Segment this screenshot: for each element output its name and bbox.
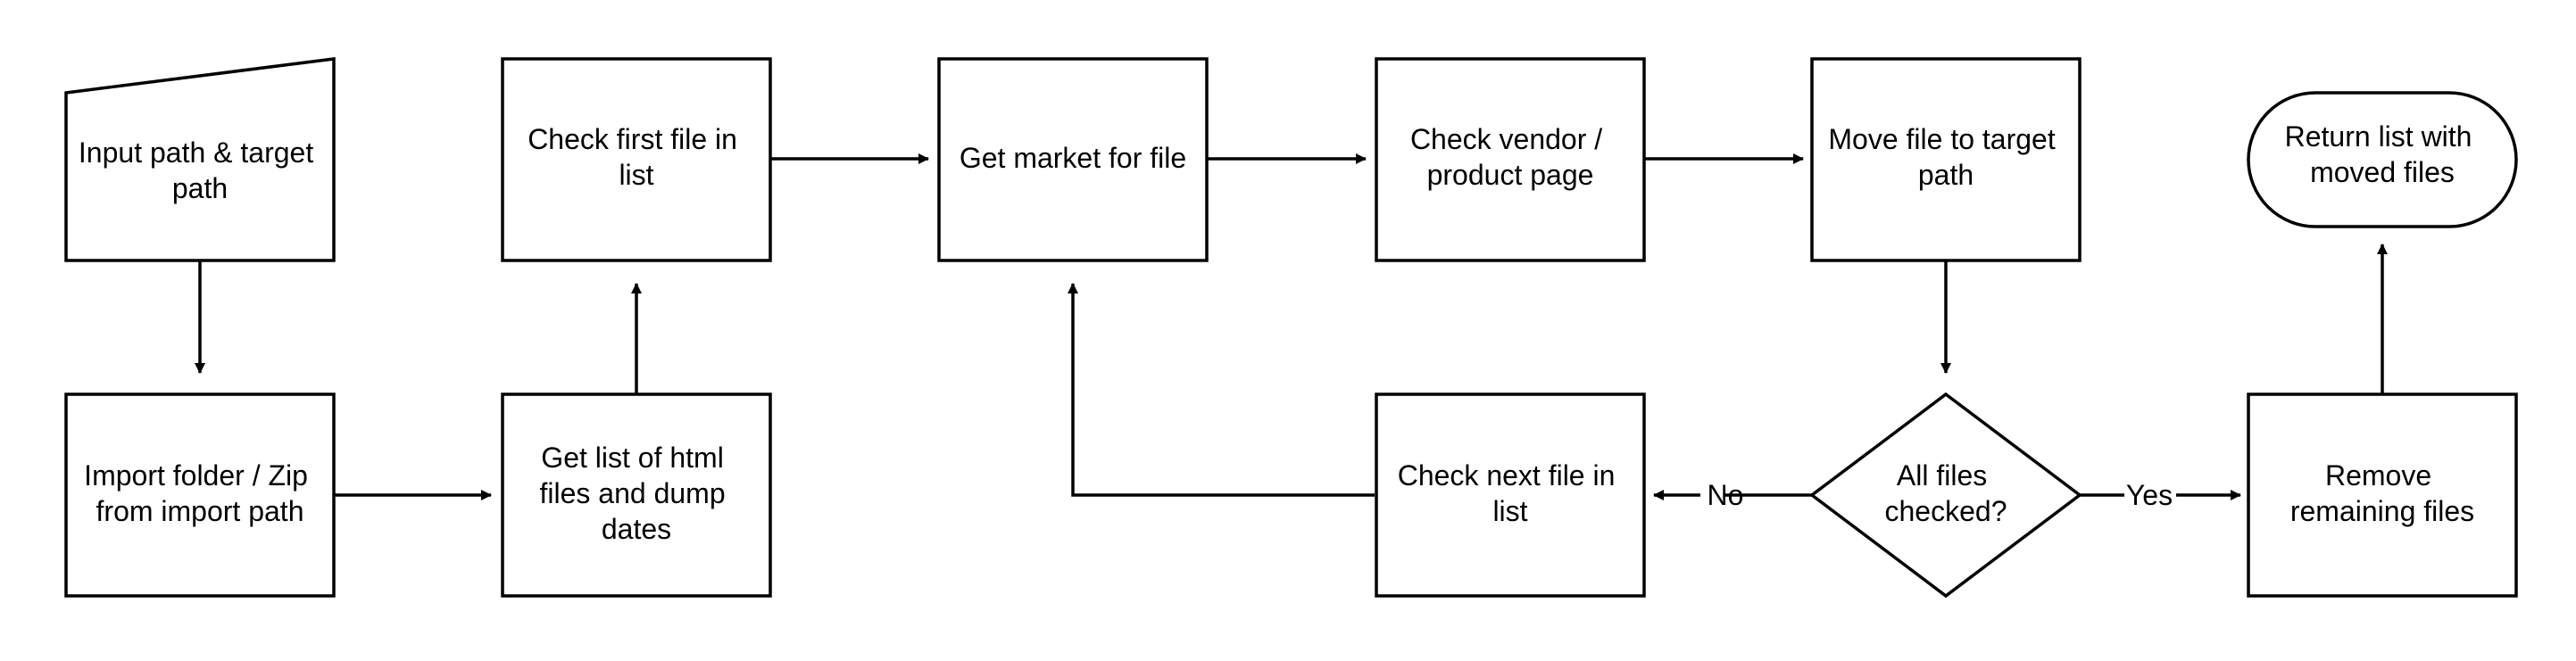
edges: No Yes [195,153,2388,511]
process-box [501,57,772,262]
node-label: Check first file in list [528,123,745,191]
terminator-shape [2247,91,2518,228]
node-label: Import folder / Zip from import path [84,459,316,527]
node-check-first: Check first file in list [501,57,772,262]
node-input-paths: Input path & target path [64,57,336,262]
node-get-list: Get list of html files and dump dates [501,392,772,598]
node-label: Input path & target path [79,136,321,204]
decision-diamond [1809,392,2082,599]
process-box [501,392,772,598]
node-label: Get list of html files and dump dates [539,442,733,545]
node-get-market: Get market for file [937,57,1209,262]
process-box [64,392,336,598]
nodes: Input path & target path Import folder /… [64,57,2518,599]
process-box [1375,57,1646,262]
node-return-list: Return list with moved files [2247,91,2518,228]
process-box [2247,392,2518,598]
node-import-folder: Import folder / Zip from import path [64,392,336,598]
node-check-next: Check next file in list [1375,392,1646,598]
node-label: Check next file in list [1398,459,1624,527]
node-check-vendor: Check vendor / product page [1375,57,1646,262]
edge-check-next-to-get-market [1068,283,1375,497]
process-box [1810,57,2082,262]
node-label: Remove remaining files [2290,459,2474,527]
node-remove-remaining: Remove remaining files [2247,392,2518,598]
node-label: Check vendor / product page [1410,123,1610,191]
node-all-checked: All files checked? [1809,392,2082,599]
node-label: Get market for file [960,142,1186,174]
node-label: Move file to target path [1828,123,2063,191]
node-label: Return list with moved files [2285,120,2480,188]
node-label: All files checked? [1885,459,2007,527]
node-move-file: Move file to target path [1810,57,2082,262]
manual-input-shape [64,57,336,262]
process-box [937,57,1209,262]
process-box [1375,392,1646,598]
edge-label-yes: Yes [2126,479,2173,511]
edge-label-no: No [1708,479,1744,511]
